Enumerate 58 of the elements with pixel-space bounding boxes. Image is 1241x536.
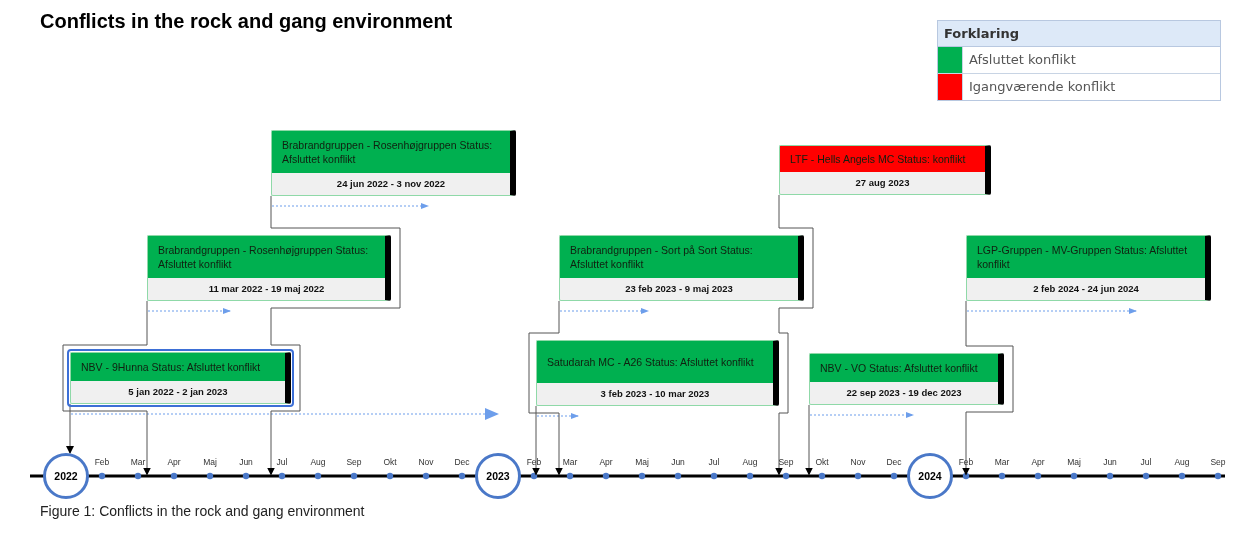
connector-arrow	[805, 404, 813, 476]
month-label: Jul	[276, 457, 288, 467]
month-label: Feb	[526, 457, 542, 467]
timeline-axis	[30, 472, 1225, 480]
month-label: Nov	[850, 457, 866, 467]
month-label: Okt	[815, 457, 829, 467]
figure-caption: Figure 1: Conflicts in the rock and gang environment	[40, 503, 365, 519]
conflict-title: Brabrandgruppen - Sort på Sort Status: Afsluttet konflikt	[560, 236, 798, 278]
month-label: Mar	[562, 457, 578, 467]
month-label: Dec	[454, 457, 470, 467]
connector-arrow	[62, 300, 151, 476]
conflict-title: LGP-Gruppen - MV-Gruppen Status: Afsluttet konflikt	[967, 236, 1205, 278]
diagram-title: Conflicts in the rock and gang environment	[40, 10, 453, 33]
legend-title: Forklaring	[938, 21, 1220, 47]
event-card	[779, 145, 991, 195]
connector-arrow	[528, 300, 563, 476]
year-marker: 2022	[43, 453, 89, 499]
conflict-title: Brabrandgruppen - Rosenhøjgruppen Status: Afsluttet konflikt	[148, 236, 385, 278]
connector-arrow	[267, 195, 401, 476]
month-label: Jul	[1140, 457, 1152, 467]
conflict-title: NBV - 9Hunna Status: Afsluttet konflikt	[71, 353, 285, 381]
month-label: Feb	[94, 457, 110, 467]
date-range: 22 sep 2023 - 19 dec 2023	[845, 386, 963, 400]
event-card	[809, 353, 1004, 405]
month-label: Okt	[383, 457, 397, 467]
conflict-title: Brabrandgruppen - Rosenhøjgruppen Status: Afsluttet konflikt	[272, 131, 510, 173]
year-marker: 2023	[475, 453, 521, 499]
month-label: Jul	[708, 457, 720, 467]
legend-text: Igangværende konflikt	[968, 78, 1117, 96]
month-label: Nov	[418, 457, 434, 467]
connector-arrow	[532, 405, 540, 476]
month-label: Dec	[886, 457, 902, 467]
event-card	[559, 235, 804, 301]
date-range: 5 jan 2022 - 2 jan 2023	[127, 385, 229, 399]
date-range: 23 feb 2023 - 9 maj 2023	[624, 282, 734, 296]
date-range: 3 feb 2023 - 10 mar 2023	[599, 387, 711, 401]
event-card	[536, 340, 779, 406]
month-label: Jun	[239, 457, 253, 467]
date-range: 27 aug 2023	[854, 176, 911, 190]
legend-text: Afsluttet konflikt	[968, 51, 1077, 69]
month-label: Sep	[778, 457, 794, 467]
event-card	[271, 130, 516, 196]
month-label: Jun	[671, 457, 685, 467]
event-card	[966, 235, 1211, 301]
conflict-title: NBV - VO Status: Afsluttet konflikt	[810, 354, 998, 382]
month-label: Mar	[130, 457, 146, 467]
date-range: 2 feb 2024 - 24 jun 2024	[1032, 282, 1140, 296]
year-marker: 2024	[907, 453, 953, 499]
conflict-title: LTF - Hells Angels MC Status: konflikt	[780, 146, 985, 172]
connector-arrow	[962, 300, 1014, 476]
conflict-title: Satudarah MC - A26 Status: Afsluttet konflikt	[537, 341, 773, 383]
month-label: Feb	[958, 457, 974, 467]
event-card	[147, 235, 391, 301]
connector-arrow	[775, 194, 814, 476]
month-label: Jun	[1103, 457, 1117, 467]
month-label: Mar	[994, 457, 1010, 467]
date-range: 11 mar 2022 - 19 maj 2022	[207, 282, 326, 296]
date-range: 24 jun 2022 - 3 nov 2022	[335, 177, 447, 191]
